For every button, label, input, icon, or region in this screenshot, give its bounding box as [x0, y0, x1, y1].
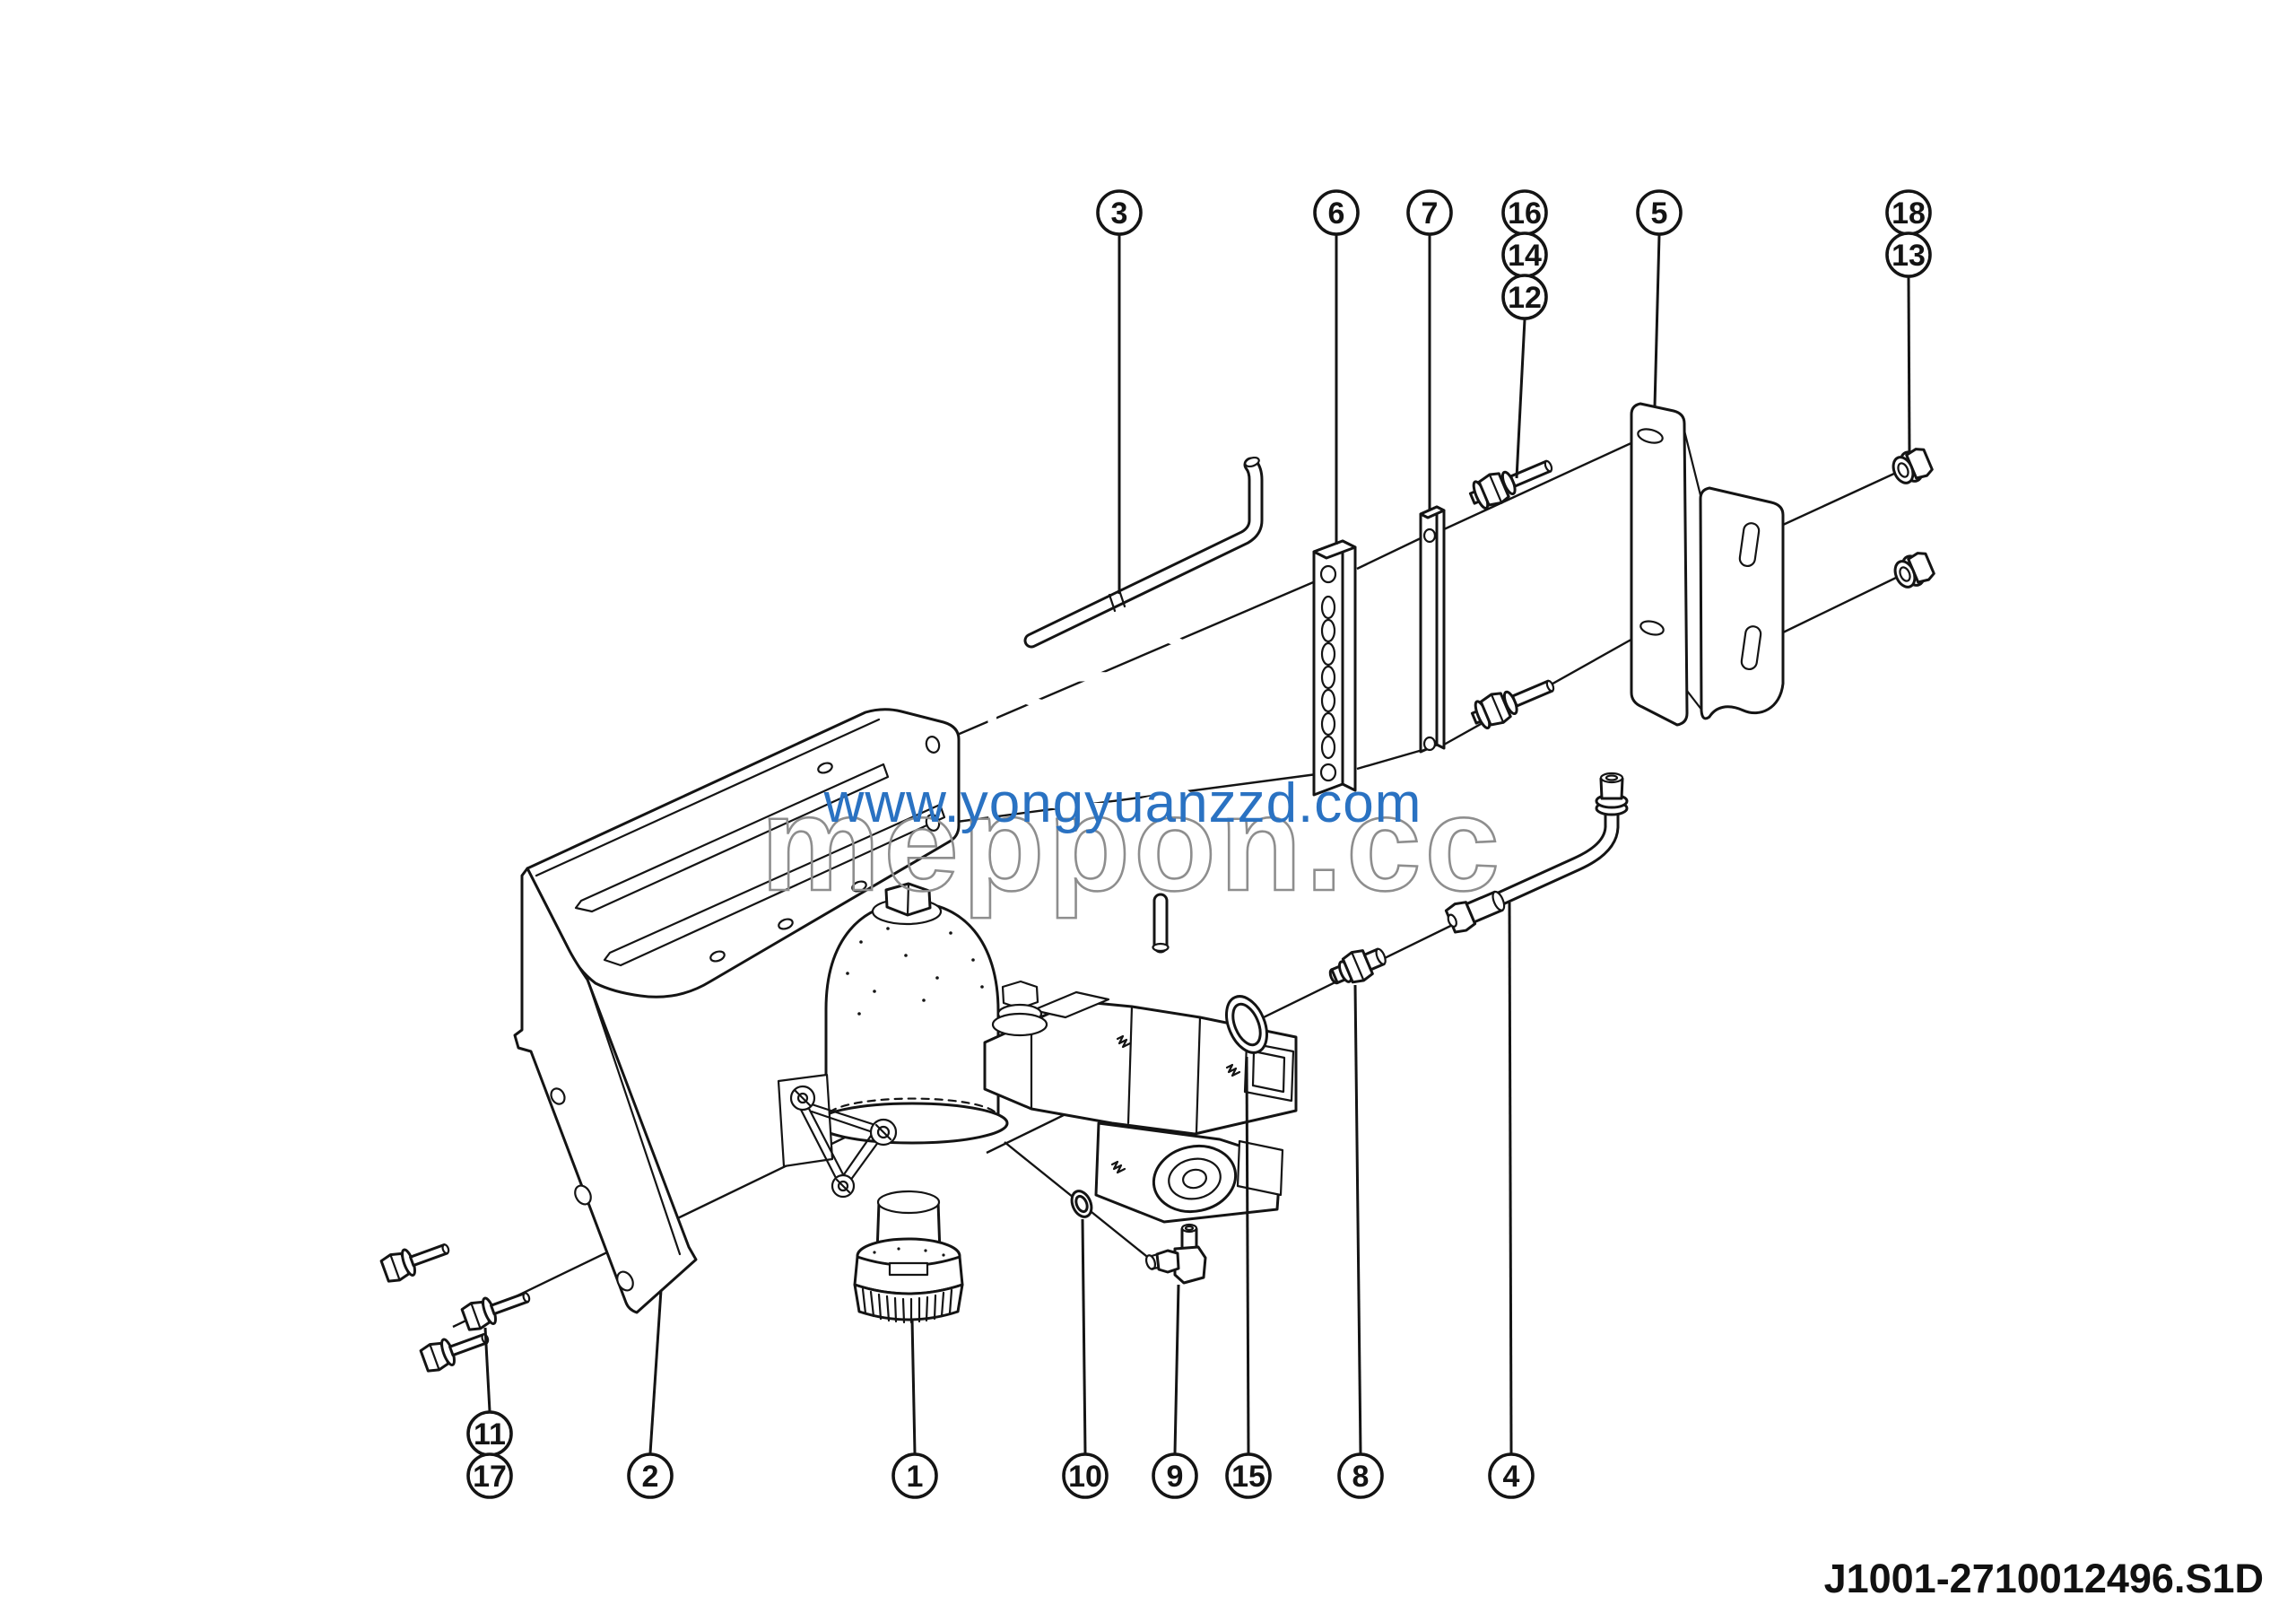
callout-10	[1062, 1452, 1109, 1499]
part-union-fitting	[1328, 947, 1387, 985]
part-clamp-plate	[1419, 505, 1446, 754]
leader-line-10	[1081, 1218, 1087, 1454]
callout-label-16: 16	[1508, 196, 1542, 231]
callout-15	[1225, 1452, 1272, 1499]
drawing-number: J1001-2710012496.S1D	[1824, 1556, 2264, 1601]
callout-label-8: 8	[1352, 1460, 1370, 1494]
leader-line-9	[1173, 1284, 1180, 1454]
callout-8	[1337, 1452, 1384, 1499]
part-right-bracket	[1630, 402, 1785, 727]
callout-9	[1152, 1452, 1198, 1499]
callout-2	[627, 1452, 674, 1499]
part-bolt-washer-set-lower	[1470, 679, 1555, 730]
part-bolt-washer-set-upper	[1468, 459, 1553, 510]
callout-label-18: 18	[1892, 196, 1926, 231]
callout-label-4: 4	[1503, 1460, 1520, 1494]
support-brace	[777, 1073, 898, 1199]
callout-17	[466, 1452, 513, 1499]
part-elbow-fitting	[1144, 1223, 1207, 1285]
callout-label-5: 5	[1651, 196, 1668, 231]
part-air-dryer-assembly	[777, 882, 1298, 1324]
part-mounting-bracket	[513, 708, 961, 1314]
callout-label-13: 13	[1892, 239, 1926, 273]
callout-1	[891, 1452, 938, 1499]
part-flange-nut-lower	[1893, 552, 1935, 589]
leader-line-11	[483, 1327, 491, 1412]
callout-label-10: 10	[1068, 1460, 1102, 1494]
leader-line-8	[1353, 984, 1362, 1454]
callout-13	[1885, 231, 1932, 278]
callout-12	[1501, 274, 1548, 320]
coil-turns	[987, 624, 1209, 907]
callout-label-17: 17	[473, 1460, 507, 1494]
callout-4	[1488, 1452, 1535, 1499]
part-flange-nut-upper	[1892, 448, 1934, 484]
part-seal-ring-small	[1070, 1190, 1093, 1218]
callout-label-14: 14	[1508, 239, 1542, 273]
callout-label-12: 12	[1508, 281, 1542, 315]
callout-label-9: 9	[1167, 1460, 1184, 1494]
leader-line-2	[648, 1289, 663, 1454]
part-flange-bolts	[379, 1243, 531, 1373]
watermark-brand-text: meppon.cc	[761, 768, 1503, 919]
leader-line-1	[910, 1318, 917, 1454]
watermark-url-text: www.yongyuanzzd.com	[823, 772, 1422, 834]
callout-label-6: 6	[1328, 196, 1345, 231]
callout-5	[1636, 189, 1683, 236]
part-coiled-pipe	[987, 456, 1264, 954]
part-pipe-assembly	[1444, 772, 1629, 934]
callout-3	[1096, 189, 1143, 236]
leader-line-15	[1245, 1056, 1250, 1454]
callout-label-7: 7	[1422, 196, 1439, 231]
leader-line-5	[1653, 234, 1661, 407]
callout-label-2: 2	[642, 1460, 659, 1494]
callout-label-15: 15	[1231, 1460, 1265, 1494]
leader-line-12	[1515, 318, 1526, 479]
canister-speckles	[846, 920, 984, 1016]
callout-7	[1406, 189, 1453, 236]
callout-label-3: 3	[1111, 196, 1128, 231]
callout-6	[1313, 189, 1360, 236]
part-drilled-strip	[1312, 539, 1357, 797]
purge-valve-cap	[853, 1190, 964, 1324]
callout-label-1: 1	[907, 1460, 924, 1494]
callout-balloons: 3 6 7 16 14 12 5 18 13 11 17 2 1 10 9 15 8 4	[466, 189, 1932, 1499]
part-seal-ring-large	[1225, 995, 1268, 1054]
callout-label-11: 11	[474, 1417, 506, 1452]
leader-line-4	[1508, 902, 1513, 1454]
